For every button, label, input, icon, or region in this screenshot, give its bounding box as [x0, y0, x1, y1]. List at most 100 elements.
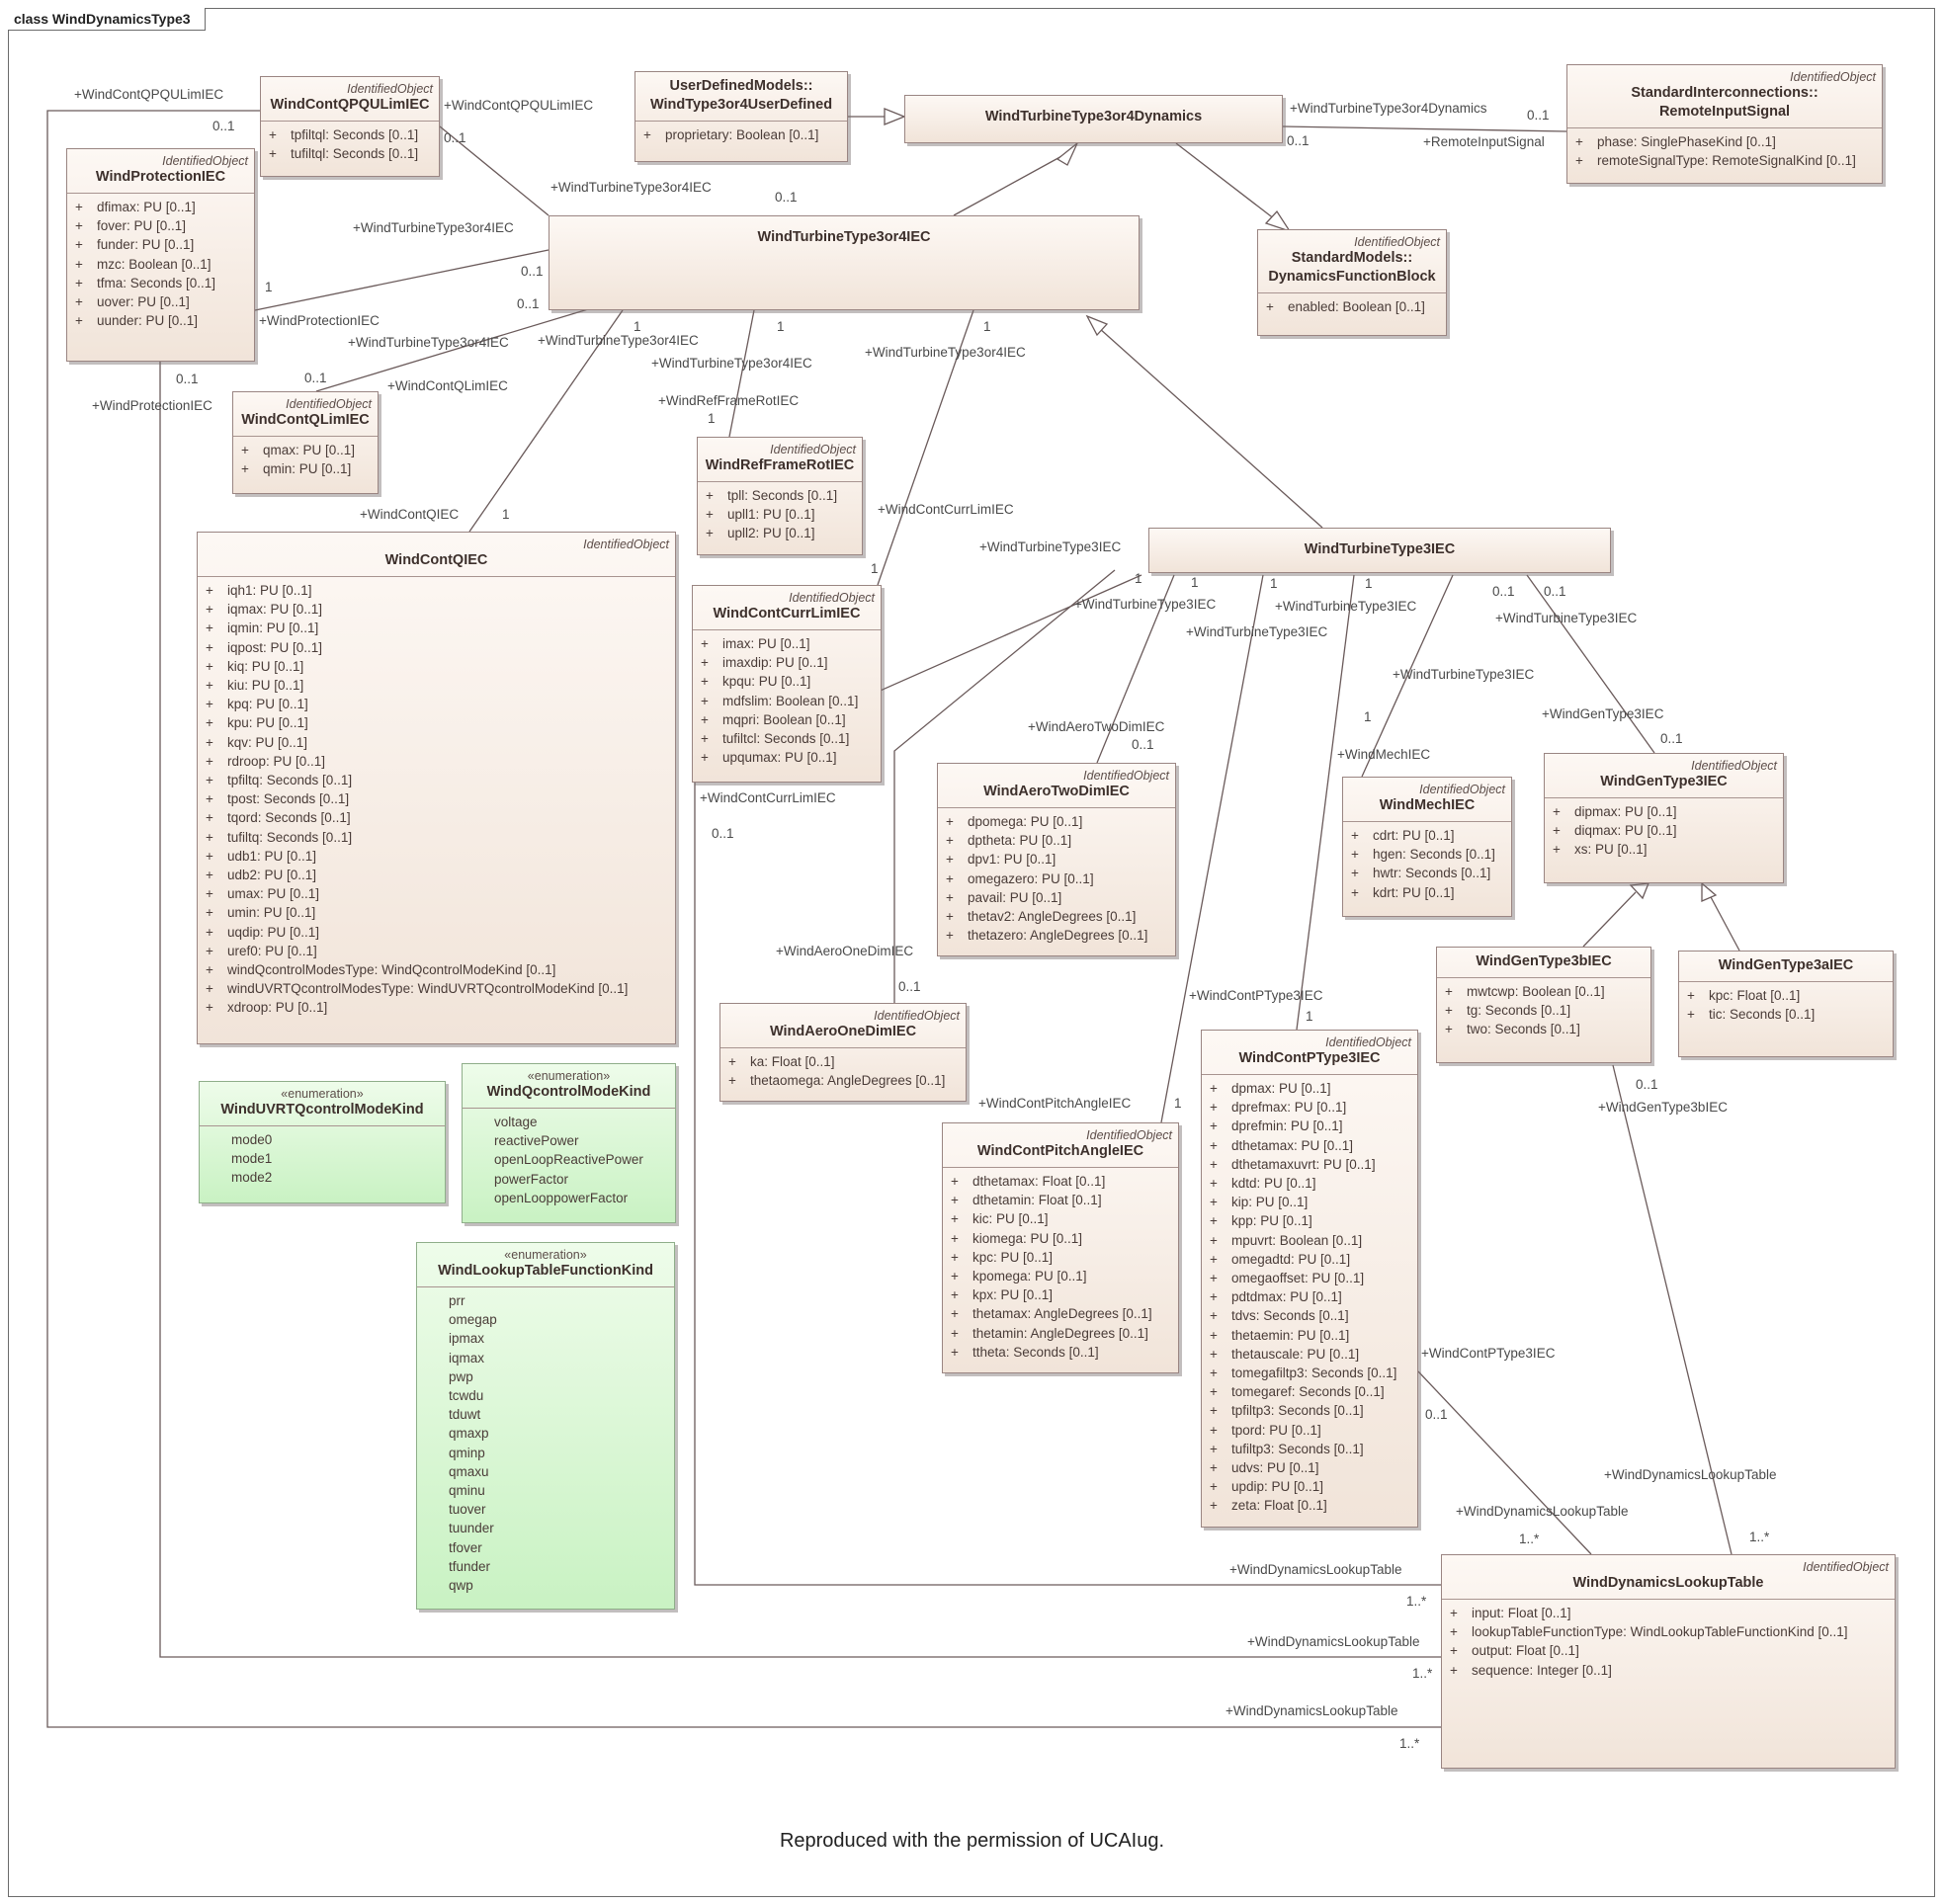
- class-windturbinetype3or4dynamics[interactable]: WindTurbineType3or4Dynamics: [904, 95, 1283, 143]
- role-label: +WindTurbineType3IEC: [1074, 597, 1217, 612]
- enum-literal: qmaxp: [425, 1424, 668, 1443]
- attribute-text: uunder: PU [0..1]: [97, 313, 199, 329]
- public-visibility-marker: +: [946, 814, 954, 829]
- class-name: RemoteInputSignal: [1658, 104, 1791, 120]
- public-visibility-marker: +: [269, 146, 277, 162]
- multiplicity-label: 1: [1364, 709, 1372, 724]
- assoc-t3iec-currlut: [694, 574, 1441, 1586]
- public-visibility-marker: +: [643, 127, 651, 142]
- class-attribute: +upqumax: PU [0..1]: [701, 748, 875, 767]
- attribute-text: thetamax: AngleDegrees [0..1]: [972, 1306, 1152, 1322]
- attribute-text: xs: PU [0..1]: [1574, 842, 1648, 858]
- assoc-prot-t34iec: [254, 249, 549, 311]
- class-name: WindType3or4UserDefined: [649, 97, 833, 113]
- attribute-text: dthetamin: Float [0..1]: [972, 1193, 1102, 1208]
- public-visibility-marker: +: [1351, 847, 1359, 863]
- class-attribute: +funder: PU [0..1]: [75, 235, 248, 254]
- attribute-text: dpomega: PU [0..1]: [968, 814, 1083, 829]
- class-attribute: +omegazero: PU [0..1]: [946, 869, 1169, 888]
- multiplicity-label: 1: [634, 319, 641, 334]
- multiplicity-label: 1: [265, 280, 273, 294]
- attribute-text: kqv: PU [0..1]: [227, 734, 308, 750]
- public-visibility-marker: +: [701, 693, 709, 708]
- frame-title: class WindDynamicsType3: [8, 8, 206, 31]
- public-visibility-marker: +: [1266, 299, 1274, 314]
- attribute-text: thetazero: AngleDegrees [0..1]: [968, 928, 1148, 944]
- attribute-text: kpc: PU [0..1]: [972, 1249, 1054, 1265]
- class-name: WindGenType3IEC: [1600, 774, 1728, 789]
- attribute-text: xdroop: PU [0..1]: [227, 1000, 328, 1016]
- class-windtype3or4userdefined[interactable]: UserDefinedModels::WindType3or4UserDefin…: [634, 71, 848, 162]
- enum-literal: tfover: [425, 1538, 668, 1557]
- class-name: WindTurbineType3or4Dynamics: [984, 109, 1203, 124]
- attribute-text: thetauscale: PU [0..1]: [1231, 1346, 1360, 1362]
- class-windturbinetype3or4iec[interactable]: WindTurbineType3or4IEC: [549, 215, 1140, 310]
- attribute-list: +dthetamax: Float [0..1]+dthetamin: Floa…: [943, 1168, 1178, 1367]
- attribute-text: kiomega: PU [0..1]: [972, 1230, 1083, 1246]
- literal-text: pwp: [449, 1368, 473, 1384]
- attribute-text: thetaemin: PU [0..1]: [1231, 1327, 1350, 1343]
- enum-literal: tcwdu: [425, 1386, 668, 1405]
- multiplicity-label: 1..*: [1412, 1666, 1433, 1681]
- class-attribute: +tpost: Seconds [0..1]: [206, 789, 669, 808]
- assoc-qlim-t34iec: [315, 308, 589, 392]
- public-visibility-marker: +: [1210, 1156, 1218, 1172]
- attribute-text: updip: PU [0..1]: [1231, 1479, 1324, 1495]
- class-attribute: +tic: Seconds [0..1]: [1687, 1005, 1887, 1024]
- class-attribute: +phase: SinglePhaseKind [0..1]: [1575, 132, 1876, 151]
- class-windgentype3biec[interactable]: WindGenType3bIEC +mwtcwp: Boolean [0..1]…: [1436, 947, 1651, 1063]
- role-label: +WindProtectionIEC: [92, 398, 212, 413]
- enum-literal: iqmax: [425, 1349, 668, 1367]
- attribute-text: thetav2: AngleDegrees [0..1]: [968, 909, 1137, 925]
- attribute-text: tomegafiltp3: Seconds [0..1]: [1231, 1366, 1397, 1381]
- role-label: +WindTurbineType3or4Dynamics: [1290, 101, 1487, 116]
- public-visibility-marker: +: [206, 905, 213, 921]
- public-visibility-marker: +: [206, 583, 213, 598]
- class-windgentype3aiec[interactable]: WindGenType3aIEC +kpc: Float [0..1]+tic:…: [1678, 951, 1894, 1057]
- public-visibility-marker: +: [951, 1211, 959, 1227]
- public-visibility-marker: +: [1351, 884, 1359, 900]
- attribute-text: two: Seconds [0..1]: [1467, 1022, 1580, 1037]
- enum-windlookuptablefunctionkind[interactable]: «enumeration»WindLookupTableFunctionKind…: [416, 1242, 675, 1610]
- public-visibility-marker: +: [206, 848, 213, 864]
- class-attribute: +thetaemin: PU [0..1]: [1210, 1326, 1411, 1345]
- multiplicity-label: 0..1: [304, 371, 327, 385]
- public-visibility-marker: +: [1210, 1460, 1218, 1476]
- enum-windqcontrolmodekind[interactable]: «enumeration»WindQcontrolModeKind voltag…: [462, 1063, 676, 1223]
- public-visibility-marker: +: [701, 731, 709, 747]
- gen-t3iec-t34iec-arrow: [1085, 314, 1109, 337]
- public-visibility-marker: +: [1210, 1479, 1218, 1495]
- public-visibility-marker: +: [206, 734, 213, 750]
- public-visibility-marker: +: [206, 868, 213, 883]
- class-windturbinetype3iec[interactable]: WindTurbineType3IEC: [1148, 528, 1611, 573]
- class-attribute: +tufiltp3: Seconds [0..1]: [1210, 1440, 1411, 1458]
- literal-text: openLoopReactivePower: [494, 1152, 643, 1168]
- attribute-text: omegazero: PU [0..1]: [968, 870, 1094, 886]
- attribute-text: iqpost: PU [0..1]: [227, 639, 323, 655]
- public-visibility-marker: +: [206, 943, 213, 958]
- gen-t34d-dfb-arrow: [1264, 209, 1292, 233]
- public-visibility-marker: +: [946, 928, 954, 944]
- class-attribute: +hwtr: Seconds [0..1]: [1351, 864, 1505, 882]
- assoc-t34d-ris: [1282, 125, 1567, 132]
- class-attribute: +dprefmax: PU [0..1]: [1210, 1098, 1411, 1117]
- public-visibility-marker: +: [706, 488, 714, 503]
- class-name: WindAeroOneDimIEC: [769, 1024, 917, 1039]
- enum-winduvrtqcontrolmodekind[interactable]: «enumeration»WindUVRTQcontrolModeKind mo…: [199, 1081, 446, 1203]
- literal-text: voltage: [494, 1115, 538, 1129]
